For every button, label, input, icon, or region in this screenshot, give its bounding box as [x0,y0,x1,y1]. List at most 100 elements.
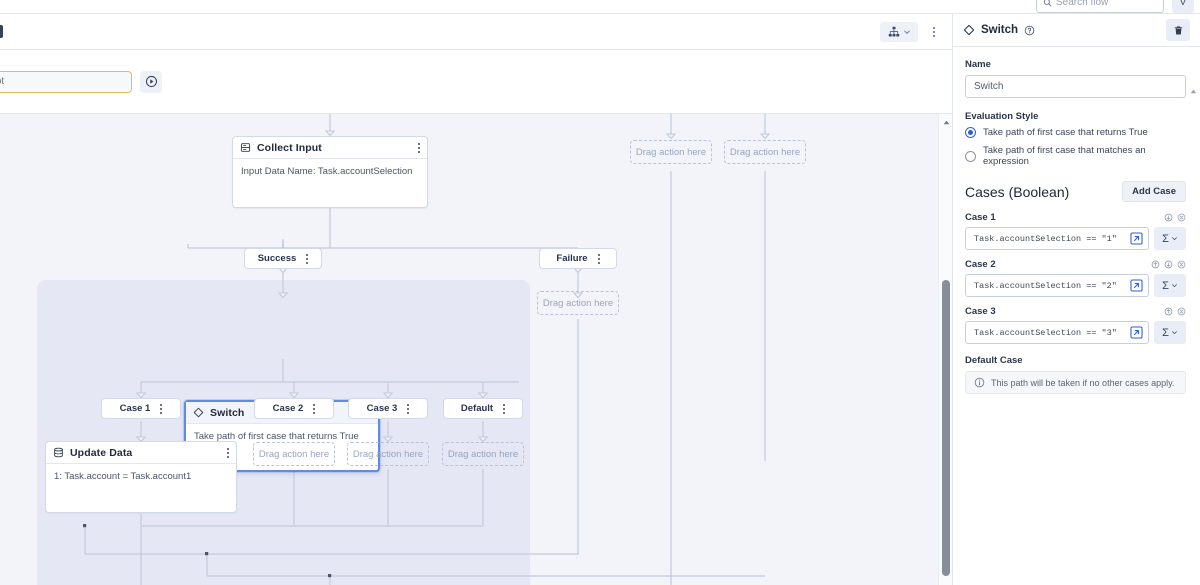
flow-canvas[interactable]: Collect Input Input Data Name: Task.acco… [0,114,952,585]
dropzone-case-2[interactable]: Drag action here [253,442,335,466]
dropzone-label: Drag action here [258,448,330,460]
chevron-down-icon [1172,237,1177,241]
search-flow-input[interactable]: Search flow [1036,0,1164,13]
move-down-icon[interactable] [1164,213,1173,222]
case-expression-field[interactable]: Task.accountSelection == "3" [965,321,1149,344]
remove-case-icon[interactable] [1177,213,1186,222]
scroll-up-button[interactable] [942,118,950,126]
pill-menu-icon[interactable] [597,253,600,264]
flow-connectors [83,114,771,585]
pill-failure[interactable]: Failure [539,248,617,269]
collect-input-icon [240,143,251,152]
diamond-icon [193,407,204,418]
hierarchy-icon [888,26,899,36]
formula-menu-button[interactable]: Σ [1154,321,1186,344]
diamond-icon [963,24,975,36]
chevron-down-icon [1172,284,1177,288]
pill-label: Failure [556,253,588,264]
open-expression-editor-button[interactable] [1130,326,1143,339]
node-header: Update Data [46,442,236,464]
pill-menu-icon[interactable] [407,403,410,414]
radio-option-returns-true[interactable]: Take path of first case that returns Tru… [965,127,1186,138]
pill-default[interactable]: Default [443,398,523,419]
caret-up-icon [1190,89,1197,94]
default-case-label: Default Case [965,355,1023,366]
formula-menu-button[interactable]: Σ [1154,274,1186,297]
case-label-row: Case 1 [965,212,1186,223]
default-case-note-text: This path will be taken if no other case… [991,377,1175,388]
prompt-submit-button[interactable] [140,70,162,93]
inspector-panel: Switch Name Evaluatio [952,14,1200,585]
case-expression-text: Task.accountSelection == "3" [974,327,1117,338]
pill-label: Case 2 [272,403,304,414]
dropzone-failure[interactable]: Drag action here [537,291,619,315]
caret-up-icon [943,120,949,124]
add-case-button[interactable]: Add Case [1122,181,1186,202]
kebab-menu-icon [933,26,935,37]
pill-case-2[interactable]: Case 2 [254,398,334,419]
pill-success[interactable]: Success [244,248,322,269]
delete-node-button[interactable] [1166,19,1190,41]
case-expression-text: Task.accountSelection == "1" [974,233,1117,244]
move-up-icon[interactable] [1164,307,1173,316]
layout-mode-button[interactable] [880,21,918,42]
dropzone-default[interactable]: Drag action here [442,442,524,466]
dropzone-top-2[interactable]: Drag action here [724,140,806,164]
inspector-header: Switch [953,14,1200,47]
case-expression-field[interactable]: Task.accountSelection == "2" [965,274,1149,297]
external-link-icon [1130,279,1143,292]
sigma-label: Σ [1162,326,1169,339]
node-collect-input[interactable]: Collect Input Input Data Name: Task.acco… [232,136,428,208]
open-expression-editor-button[interactable] [1130,279,1143,292]
toolbar-more-button[interactable] [926,22,942,42]
radio-icon [965,127,976,138]
radio-icon [965,150,976,162]
pill-label: Case 1 [119,403,151,414]
pill-menu-icon[interactable] [160,403,163,414]
case-expression-field[interactable]: Task.accountSelection == "1" [965,227,1149,250]
remove-case-icon[interactable] [1177,260,1186,269]
open-expression-editor-button[interactable] [1130,232,1143,245]
search-icon [1043,0,1052,6]
search-flow-placeholder: Search flow [1056,0,1109,8]
move-up-icon[interactable] [1151,260,1160,269]
pill-menu-icon[interactable] [306,253,309,264]
case-controls [1151,260,1186,269]
scrollbar-thumb[interactable] [942,280,950,576]
pill-case-1[interactable]: Case 1 [101,398,181,419]
panel-title: Switch [981,24,1019,36]
external-link-icon [1130,232,1143,245]
evaluation-style-label: Evaluation Style [965,111,1039,122]
toolbar-left-stub [0,25,3,38]
pill-case-3[interactable]: Case 3 [348,398,428,419]
pill-label: Default [460,403,494,414]
formula-menu-button[interactable]: Σ [1154,227,1186,250]
remove-case-icon[interactable] [1177,307,1186,316]
radio-option-matches-expression[interactable]: Take path of first case that matches an … [965,145,1186,167]
help-circle-icon[interactable] [1024,25,1035,36]
case-label: Case 3 [965,306,996,317]
node-header: Collect Input [233,137,427,159]
name-input[interactable] [965,75,1186,98]
node-title: Switch [210,406,245,419]
dropzone-case-3[interactable]: Drag action here [347,442,429,466]
node-menu-icon[interactable] [418,142,420,153]
user-avatar[interactable]: V [1172,0,1194,13]
radio-label: Take path of first case that matches an … [983,145,1146,167]
canvas-scrollbar[interactable] [938,114,952,585]
cases-section-header: Cases (Boolean) Add Case [965,181,1186,202]
move-down-icon[interactable] [1164,260,1173,269]
radio-label: Take path of first case that returns Tru… [983,127,1148,138]
node-menu-icon[interactable] [227,447,229,458]
info-icon [974,377,985,388]
prompt-bar [0,50,952,114]
pill-menu-icon[interactable] [503,403,506,414]
pill-menu-icon[interactable] [313,403,316,414]
case-controls [1164,213,1186,222]
chevron-down-icon [903,30,910,34]
panel-scroll-up[interactable] [1189,87,1198,96]
node-update-data[interactable]: Update Data 1: Task.account = Task.accou… [45,441,237,513]
dropzone-top-1[interactable]: Drag action here [630,140,712,164]
search-or-prompt-input[interactable] [0,70,132,93]
sigma-label: Σ [1162,232,1169,245]
